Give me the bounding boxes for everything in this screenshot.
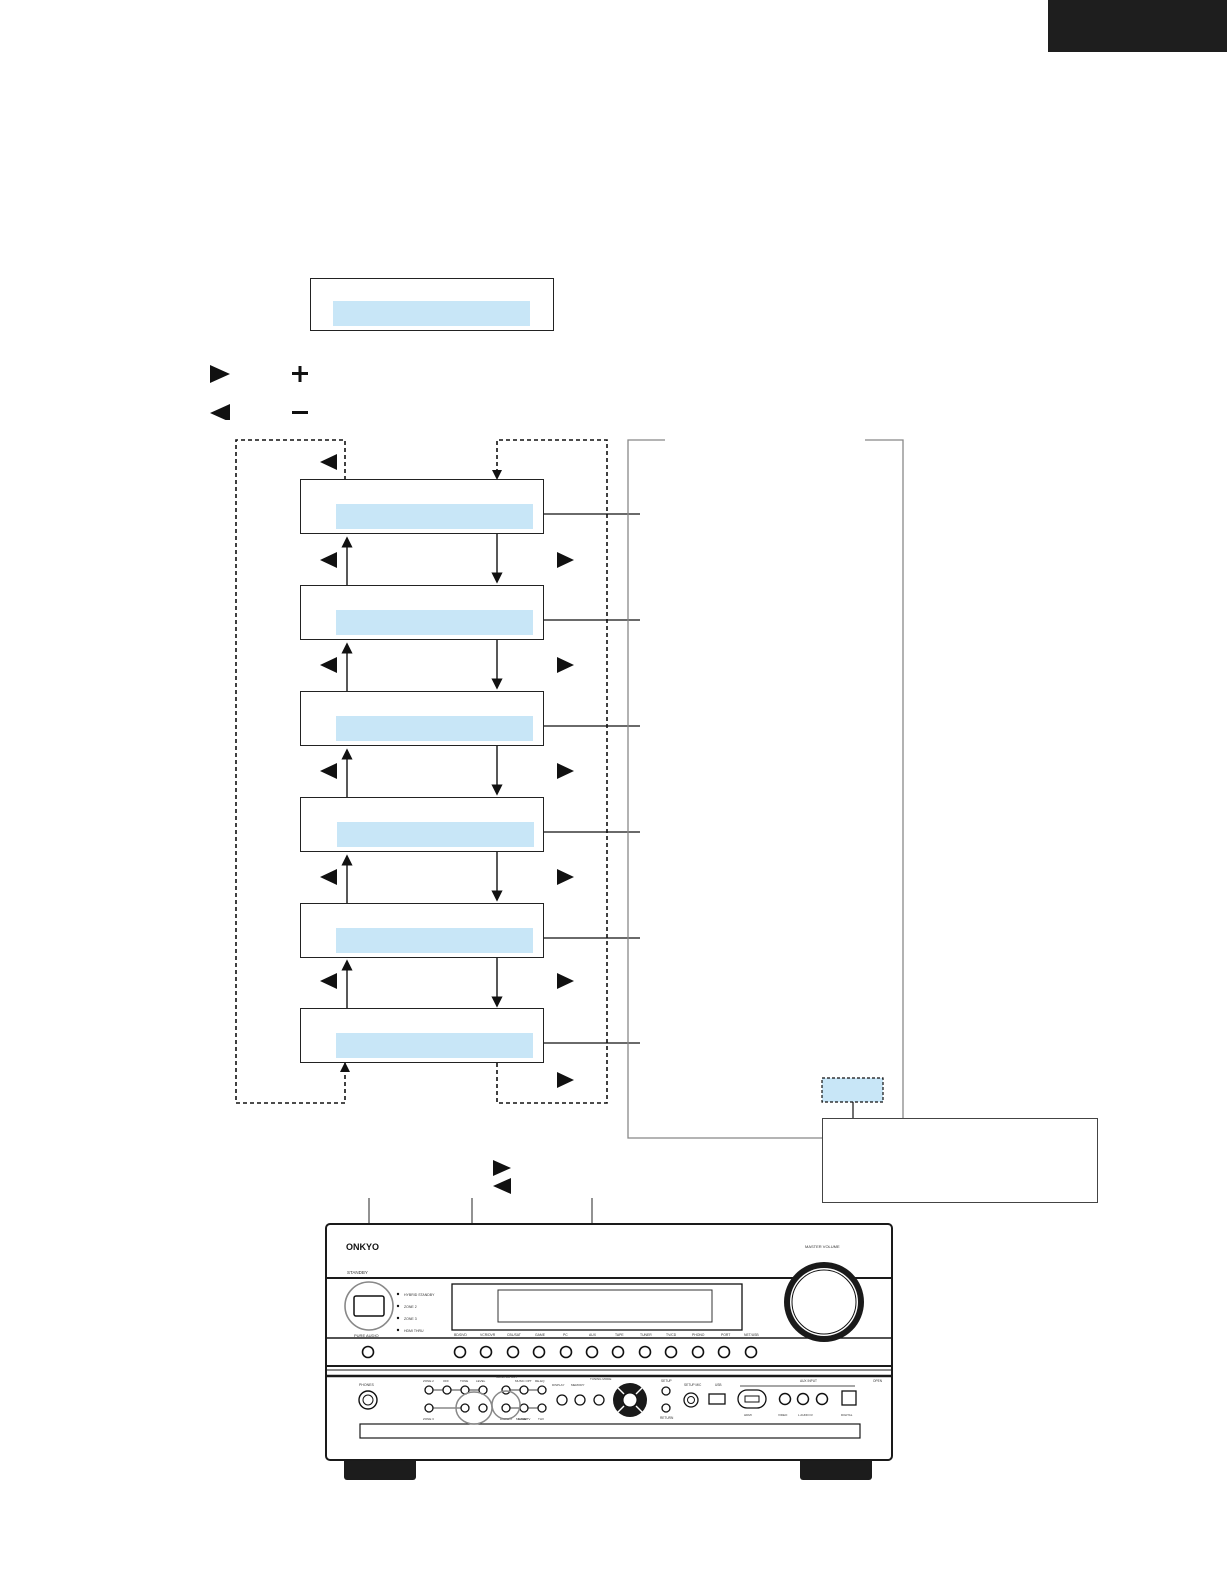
svg-text:NET/USB: NET/USB — [744, 1333, 759, 1337]
input-selector-buttons[interactable] — [361, 1345, 758, 1359]
audio-left-jack[interactable] — [796, 1392, 810, 1406]
setup-button[interactable] — [661, 1386, 671, 1396]
aux-input-label: AUX INPUT — [800, 1379, 817, 1383]
lcd-display-4 — [300, 797, 544, 852]
left-arrow-icon — [493, 1178, 511, 1194]
svg-text:TV/CD: TV/CD — [666, 1333, 677, 1337]
lcd-text-bar — [336, 610, 533, 635]
lcd-text-bar — [337, 822, 534, 847]
right-arrow-icon — [493, 1160, 511, 1176]
svg-text:MOVIE/TV: MOVIE/TV — [516, 1417, 530, 1421]
svg-text:GAME: GAME — [535, 1333, 546, 1337]
aux-jack-labels: HDMI VIDEO L AUDIO R DIGITAL — [744, 1413, 853, 1417]
indicator-leds: HYBRID STANDBY ZONE 2 ZONE 3 HDMI THRU — [396, 1292, 435, 1333]
master-volume-label: MASTER VOLUME — [805, 1244, 840, 1249]
svg-text:DISPLAY: DISPLAY — [552, 1383, 564, 1387]
svg-text:TONE: TONE — [460, 1379, 468, 1383]
usb-port[interactable] — [708, 1393, 726, 1405]
power-button[interactable] — [353, 1295, 385, 1317]
svg-text:PC: PC — [563, 1333, 568, 1337]
left-arrow-icon — [210, 404, 230, 420]
lcd-highlight-dashed — [821, 1077, 884, 1103]
svg-text:PORT: PORT — [721, 1333, 730, 1337]
svg-text:ZONE 3: ZONE 3 — [423, 1417, 434, 1421]
svg-text:DIGITAL: DIGITAL — [841, 1413, 853, 1417]
audio-right-jack[interactable] — [815, 1392, 829, 1406]
svg-text:HDMI THRU: HDMI THRU — [404, 1329, 424, 1333]
svg-text:TAPE: TAPE — [615, 1333, 624, 1337]
setup-label: SETUP — [661, 1379, 672, 1383]
minus-icon — [292, 411, 308, 414]
lcd-display-6 — [300, 1008, 544, 1063]
svg-text:LEVEL: LEVEL — [476, 1379, 486, 1383]
key-legend — [210, 365, 308, 420]
plus-icon — [292, 366, 308, 382]
svg-text:ZONE 2: ZONE 2 — [423, 1379, 434, 1383]
page-header-tab — [1048, 0, 1227, 52]
svg-text:ZONE 3: ZONE 3 — [404, 1317, 417, 1321]
svg-text:TUNING MODE: TUNING MODE — [590, 1377, 611, 1381]
svg-text:OFF: OFF — [443, 1379, 449, 1383]
video-jack[interactable] — [778, 1392, 792, 1406]
info-bracket — [627, 439, 904, 1139]
lcd-text-bar — [336, 928, 533, 953]
left-arrow-icon — [320, 454, 337, 470]
pure-audio-label: PURE AUDIO — [354, 1333, 379, 1338]
svg-text:VCR/DVR: VCR/DVR — [480, 1333, 496, 1337]
front-display-inner — [497, 1289, 713, 1323]
lcd-display-1 — [300, 479, 544, 534]
svg-text:CBL/SAT: CBL/SAT — [507, 1333, 521, 1337]
open-label: OPEN — [873, 1379, 883, 1383]
svg-text:MUSIC OPT: MUSIC OPT — [515, 1379, 532, 1383]
lcd-display-3 — [300, 691, 544, 746]
lcd-text-bar — [336, 504, 533, 529]
input-selector-labels: BD/DVD VCR/DVR CBL/SAT GAME PC AUX TAPE … — [454, 1333, 759, 1337]
lcd-display-top — [310, 278, 554, 331]
phones-label: PHONES — [359, 1383, 374, 1387]
brand-logo: ONKYO — [346, 1242, 379, 1252]
svg-text:HYBRID STANDBY: HYBRID STANDBY — [404, 1293, 435, 1297]
svg-text:L AUDIO R: L AUDIO R — [798, 1413, 814, 1417]
svg-text:PHONO: PHONO — [692, 1333, 705, 1337]
left-foot — [344, 1458, 416, 1480]
lcd-text-bar — [336, 1033, 533, 1058]
loop-right-dashed — [496, 439, 608, 1104]
setup-mic-label: SETUP MIC — [684, 1383, 702, 1387]
svg-text:ZONE 2: ZONE 2 — [404, 1305, 417, 1309]
power-button-highlight — [344, 1281, 394, 1331]
receiver-front-panel: ONKYO STANDBY PURE AUDIO HYBRID STANDBY … — [325, 1223, 893, 1480]
svg-text:MEMORY: MEMORY — [571, 1383, 584, 1387]
right-arrow-icon — [210, 365, 230, 383]
svg-text:BD/DVD: BD/DVD — [454, 1333, 467, 1337]
note-box — [822, 1118, 1098, 1203]
svg-text:VIDEO: VIDEO — [778, 1413, 788, 1417]
lcd-display-5 — [300, 903, 544, 958]
svg-text:HDMI: HDMI — [744, 1413, 752, 1417]
right-foot — [800, 1458, 872, 1480]
lcd-text-bar — [333, 301, 530, 326]
lcd-text-bar — [336, 716, 533, 741]
svg-text:GAME: GAME — [518, 1417, 527, 1421]
loop-left-dashed — [235, 439, 346, 1104]
digital-optical-port[interactable] — [841, 1390, 857, 1406]
usb-label: USB — [715, 1383, 722, 1387]
svg-text:THX: THX — [538, 1417, 544, 1421]
svg-text:TUNER: TUNER — [640, 1333, 652, 1337]
return-button[interactable] — [661, 1403, 671, 1413]
standby-label: STANDBY — [347, 1270, 368, 1275]
svg-text:RE-EQ: RE-EQ — [535, 1379, 545, 1383]
lcd-display-2 — [300, 585, 544, 640]
return-label: RETURN — [660, 1416, 674, 1420]
svg-text:MONITOR OUT: MONITOR OUT — [496, 1375, 517, 1379]
disc-slot — [359, 1423, 861, 1439]
svg-text:AUX: AUX — [589, 1333, 597, 1337]
display-button-highlight — [491, 1390, 521, 1420]
